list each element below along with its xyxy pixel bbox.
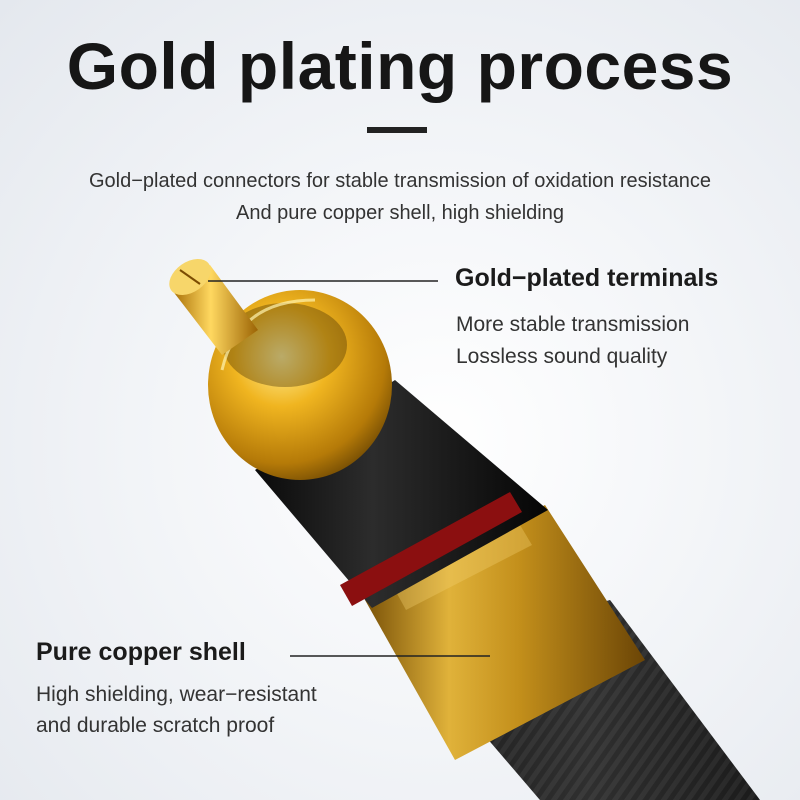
callout-shell-title: Pure copper shell: [36, 638, 246, 666]
gold-pin: [169, 258, 258, 355]
title-underline: [367, 127, 427, 133]
callout-terminals-line-1: More stable transmission: [456, 313, 690, 336]
callout-shell-line-1: High shielding, wear−resistant: [36, 683, 317, 706]
gold-cap: [208, 290, 392, 480]
callout-shell-line-2: and durable scratch proof: [36, 714, 275, 737]
callout-terminals-line-2: Lossless sound quality: [456, 345, 668, 368]
subtitle-line-2: And pure copper shell, high shielding: [236, 202, 564, 224]
callout-terminals-title: Gold−plated terminals: [455, 264, 719, 292]
subtitle-line-1: Gold−plated connectors for stable transm…: [88, 170, 711, 192]
page-title: Gold plating process: [66, 29, 734, 103]
